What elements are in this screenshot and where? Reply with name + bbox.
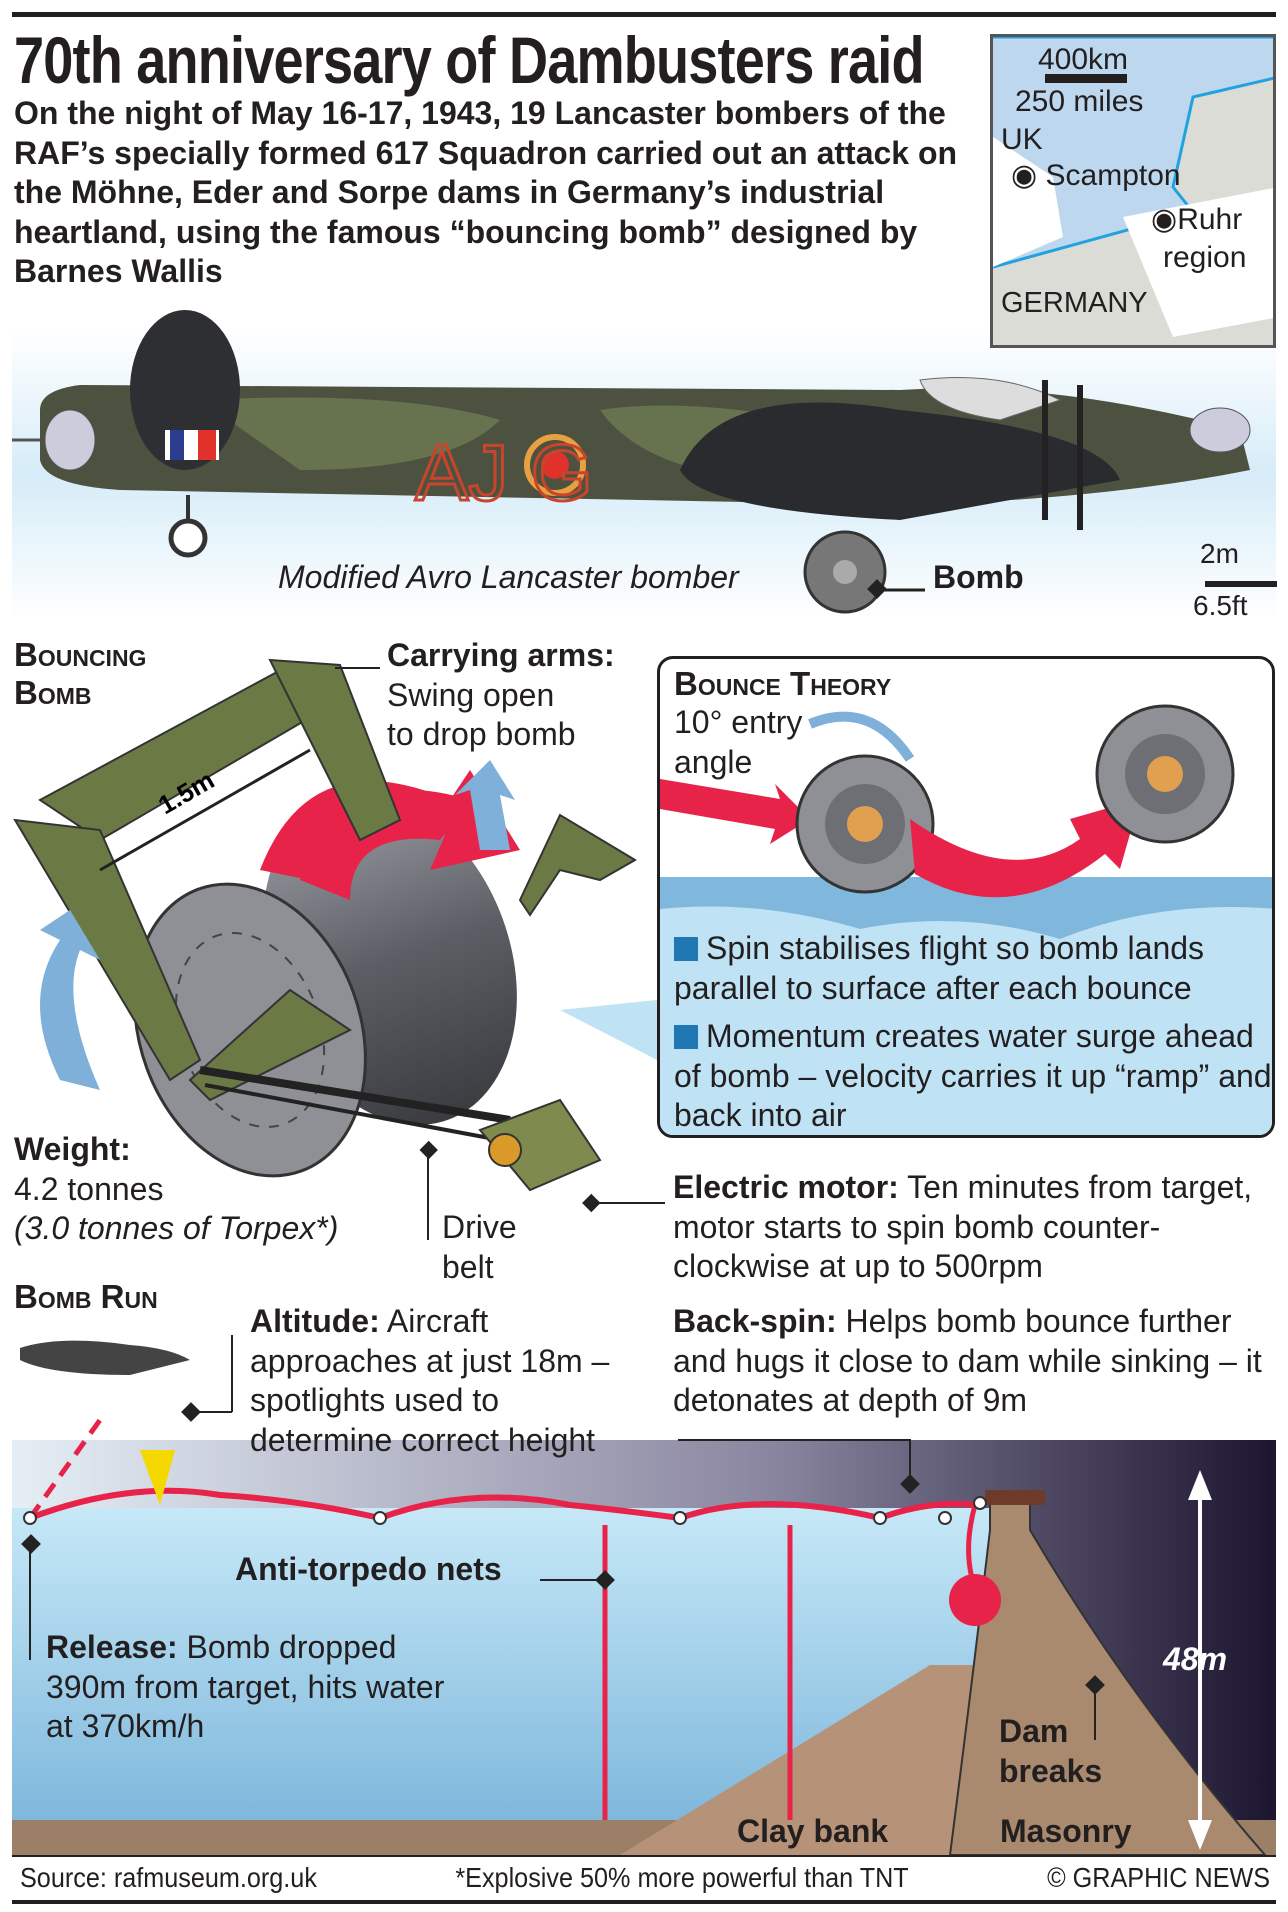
bounce-point-1: Spin stabilises flight so bomb lands par… [674,930,1205,1006]
map-label-uk: UK [1001,123,1043,156]
map-location-ruhr: ◉Ruhr [1151,202,1242,237]
drop-trajectory [27,1418,103,1520]
release-label: Release: Bomb dropped 390m from target, … [46,1629,445,1744]
locator-map: 400km 250 miles UK ◉ Scampton ◉Ruhr regi… [990,34,1276,348]
aircraft-code-letters: AJ G [415,428,593,517]
blue-arrow-left [40,910,100,1090]
bounce-point-2: Momentum creates water surge ahead of bo… [674,1018,1272,1133]
bounce-theory-heading: Bounce Theory [674,665,892,702]
map-shapes [993,37,1273,337]
altitude-label: Altitude: Aircraft approaches at just 18… [250,1303,610,1458]
lancaster-bomber-illustration: AJ G [12,310,1251,614]
map-scale-miles: 250 miles [1015,85,1144,118]
backspin-label: Back-spin: Helps bomb bounce further and… [673,1303,1262,1418]
weight-label: Weight:4.2 tonnes(3.0 tonnes of Torpex*) [14,1131,339,1246]
map-label-ruhr: Ruhr [1177,203,1243,236]
electric-motor [478,1098,602,1192]
cockpit [919,377,1062,421]
dam-wall [948,1494,1268,1856]
masonry-label: Masonry [1000,1813,1132,1849]
dimension-line [99,748,311,872]
anti-torpedo-nets-label: Anti-torpedo nets [235,1551,502,1587]
bounce-arrow [910,799,1140,898]
bullet-square-icon [674,1025,698,1049]
tail-wheel [168,518,208,558]
scale-feet: 6.5ft [1193,590,1248,621]
spin-direction-arrow [808,711,915,762]
source-credit: Source: rafmuseum.org.uk [20,1862,317,1893]
drive-belt [199,1066,511,1124]
footnote: *Explosive 50% more powerful than TNT [455,1862,909,1893]
map-label-scampton: Scampton [1045,159,1181,192]
footer-rule-bottom [12,1900,1276,1904]
bullet-square-icon [674,937,698,961]
intro-paragraph: On the night of May 16-17, 1943, 19 Lanc… [14,95,958,289]
electric-motor-label: Electric motor: Ten minutes from target,… [673,1169,1253,1284]
scale-metres: 2m [1200,538,1239,569]
bomb-run-heading: Bomb Run [14,1278,158,1315]
map-label-region: region [1163,241,1247,274]
top-rule [12,12,1276,17]
map-scale-bar [1045,74,1127,83]
footer-rule-top [12,1855,1276,1857]
page-title: 70th anniversary of Dambusters raid [14,23,925,97]
carrying-arm-right [268,658,402,842]
clay-bank-label: Clay bank [737,1813,889,1849]
bouncing-bomb-illustration: 1.5m [13,658,665,1240]
bomb-label: Bomb [933,559,1024,595]
wing [680,402,1120,520]
map-location-scampton: ◉ Scampton [1011,158,1181,193]
aircraft-caption: Modified Avro Lancaster bomber [278,559,739,595]
map-scale-km: 400km [1038,43,1129,76]
clay-bank [620,1665,1000,1855]
spotlights [140,1450,175,1505]
target-marker-icon: ◉ [1151,203,1178,236]
dam-height-label: 48m [1163,1641,1228,1677]
bounce-trajectory [28,1487,976,1522]
bounce-theory-diagram [660,704,1272,1135]
bomb-run-scene [12,1335,1276,1856]
target-marker-icon: ◉ [1011,159,1038,192]
explosion [949,1574,1001,1626]
map-label-germany: GERMANY [1001,287,1148,319]
carrying-arm-left [13,818,202,1082]
bomb-run-plane [20,1340,190,1375]
footer: Source: rafmuseum.org.uk *Explosive 50% … [20,1862,1270,1894]
copyright: © GRAPHIC NEWS [1047,1862,1271,1893]
blue-arrow-right [455,760,515,850]
entry-arrow [660,779,810,844]
